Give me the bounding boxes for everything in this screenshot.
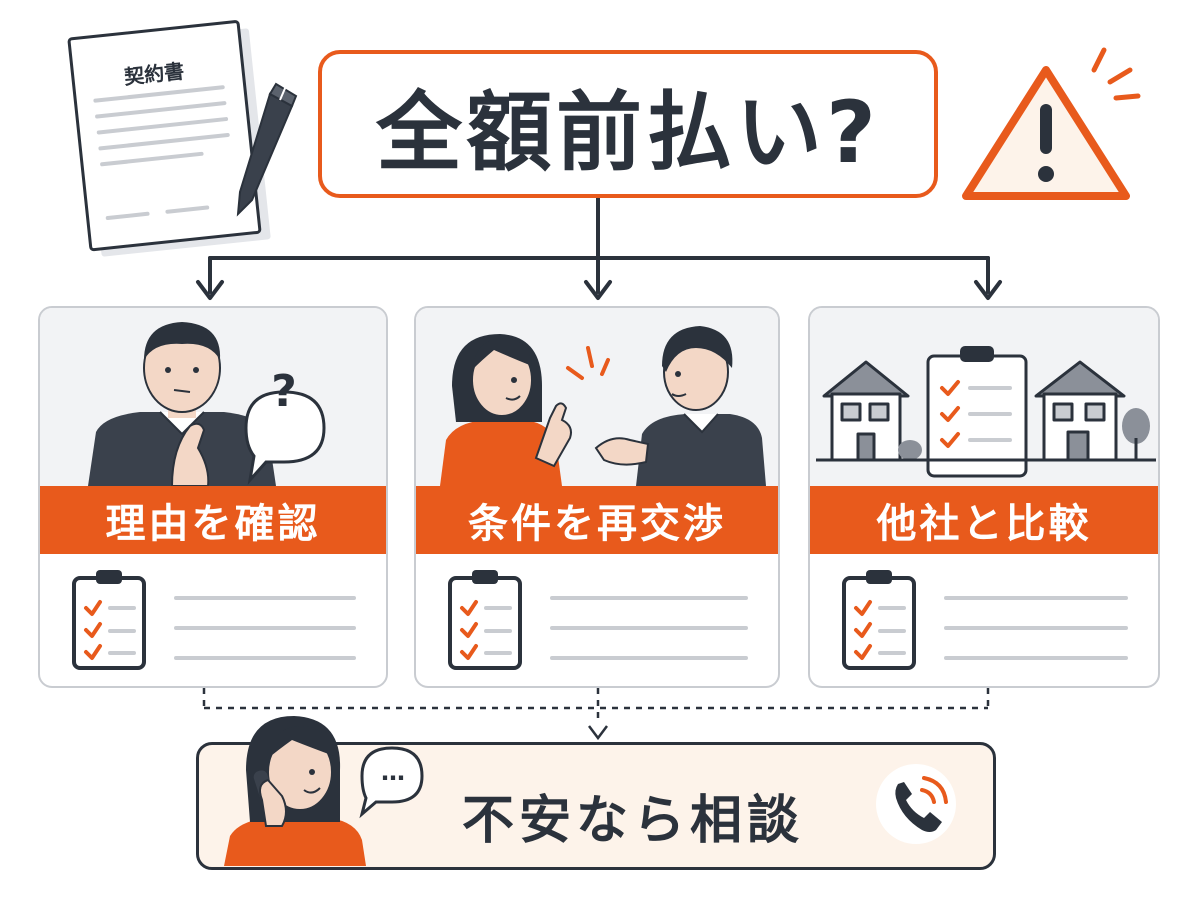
title-box: 全額前払い?: [318, 50, 938, 198]
checklist-icon: [448, 570, 748, 670]
thinking-man-illustration: [88, 322, 326, 486]
consult-label: 不安なら相談: [462, 791, 805, 851]
houses-and-checklist-illustration: [816, 346, 1156, 478]
negotiation-illustration: [440, 326, 766, 486]
question-bubble-mark: ?: [271, 366, 297, 417]
card-label: 条件を再交渉: [416, 486, 778, 554]
checklist-icon: [842, 570, 1128, 670]
card-label: 他社と比較: [810, 486, 1158, 554]
card-compare-companies: 他社と比較: [808, 306, 1160, 688]
speech-bubble-dots: …: [381, 758, 405, 786]
checklist-icon: [72, 570, 356, 670]
card-renegotiate: 条件を再交渉: [414, 306, 780, 688]
warning-icon: [962, 47, 1141, 200]
page-title: 全額前払い?: [376, 82, 880, 183]
card-label: 理由を確認: [40, 486, 386, 554]
card-check-reason: ? 理由を確認: [38, 306, 388, 688]
pen-icon: [236, 82, 298, 217]
